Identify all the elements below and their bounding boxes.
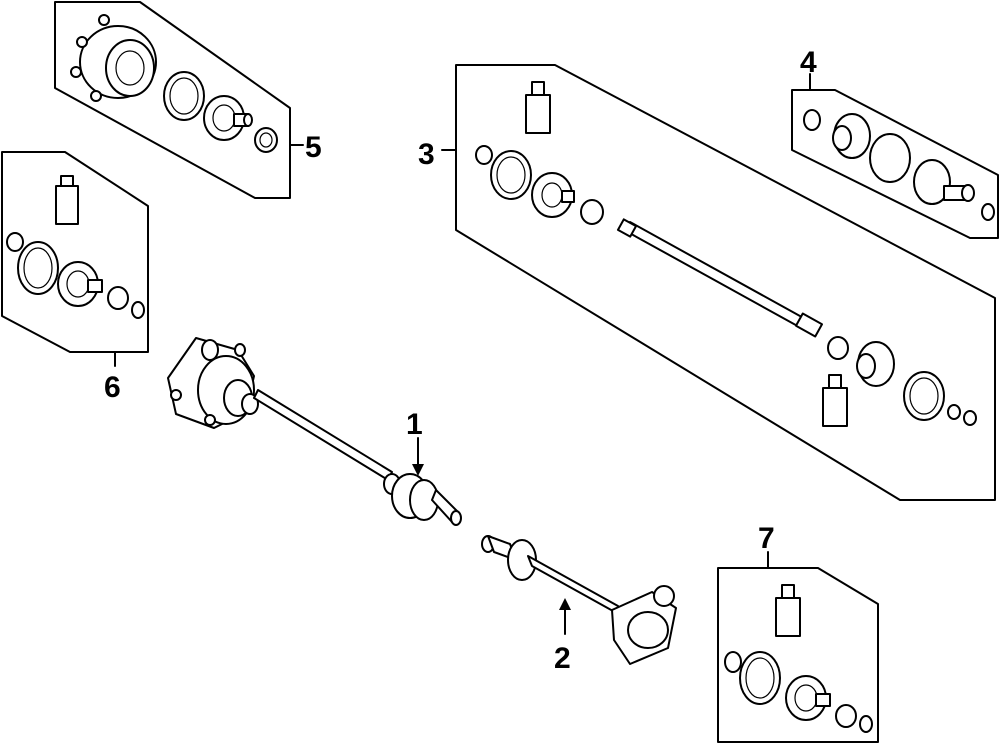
kit-4-frame — [791, 89, 999, 239]
kit-7-bearing — [785, 675, 831, 721]
kit-5-frame — [54, 1, 291, 199]
shaft-bar — [253, 389, 393, 481]
kit-3-grease-tube-top — [525, 81, 551, 134]
callout-2-arrowhead — [559, 598, 571, 610]
kit-4-cv-joint — [832, 113, 871, 159]
hub-flange — [70, 14, 157, 102]
kit-5-o-ring — [254, 127, 278, 153]
callout-2: 2 — [554, 642, 571, 675]
kit-3-grease-tube-bottom — [822, 374, 848, 427]
kit-7-small-ring — [724, 651, 742, 673]
kit-4-boot-ring — [869, 133, 911, 183]
kit-5-group: 5 — [54, 1, 322, 199]
kit-3-inner-joint — [856, 341, 895, 387]
outer-stub — [431, 489, 462, 526]
kit-7-grease-tube — [775, 584, 801, 637]
kit-3-ring-b — [963, 410, 977, 426]
callout-1: 1 — [406, 408, 423, 441]
kit-7-o-ring — [835, 704, 857, 728]
kit-6-bearing — [57, 261, 103, 307]
kit-6-small-ring — [6, 232, 24, 252]
callout-6: 6 — [104, 371, 121, 404]
kit-4-small-ring — [803, 109, 821, 131]
kit-4-outer-joint — [913, 159, 975, 205]
kit-3-small-ring — [475, 145, 493, 165]
yoke — [611, 585, 677, 665]
callout-4: 4 — [800, 46, 817, 79]
stub-shaft-bar — [527, 555, 623, 617]
stub-shaft-yoke: 2 — [481, 535, 677, 675]
callout-7: 7 — [758, 522, 775, 555]
kit-3-ring-a — [947, 404, 961, 420]
kit-6-group: 6 — [1, 151, 149, 404]
kit-6-grease-tube — [55, 175, 79, 225]
axle-shaft-assembly: 1 — [167, 337, 462, 526]
callout-3: 3 — [418, 138, 435, 171]
kit-5-bearing — [203, 95, 253, 141]
callout-5: 5 — [305, 131, 322, 164]
kit-3-lower-o-ring — [827, 336, 849, 360]
kit-7-small-seal — [859, 715, 873, 733]
kit-6-o-ring — [107, 286, 129, 310]
kit-4-end-ring — [981, 203, 995, 221]
kit-3-o-ring — [580, 199, 604, 225]
kit-6-frame — [1, 151, 149, 353]
kit-3-bearing — [531, 172, 575, 218]
kit-3-intermediate-shaft — [616, 218, 824, 338]
kit-3-frame — [455, 64, 996, 501]
kit-3-group: 3 — [418, 64, 996, 501]
kit-7-frame — [717, 567, 879, 743]
callout-1-arrowhead — [412, 464, 424, 476]
kit-7-group: 7 — [717, 522, 879, 743]
kit-6-small-seal — [131, 301, 145, 319]
outer-boot — [383, 473, 439, 521]
kit-4-group: 4 — [791, 46, 999, 239]
